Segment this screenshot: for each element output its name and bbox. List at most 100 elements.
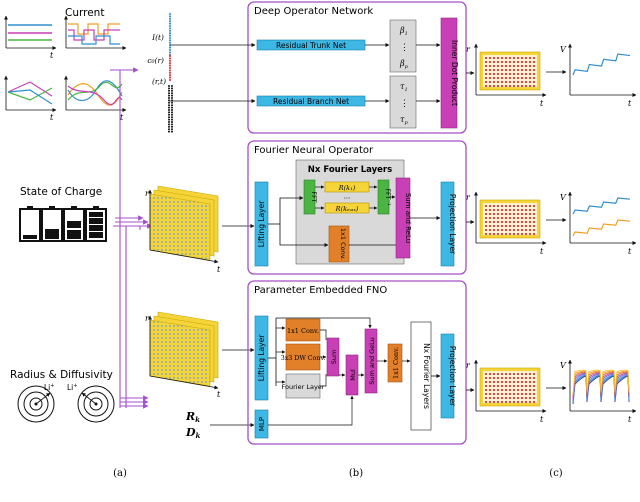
- vector-red-dots: [168, 54, 172, 82]
- dot-blue: [168, 15, 172, 18]
- svg-text:Li+: Li+: [67, 383, 77, 392]
- dot-blue: [168, 39, 172, 42]
- dot-black: [168, 116, 170, 119]
- mul-label: Mul: [349, 369, 357, 381]
- voltage-trace: [572, 371, 630, 397]
- dot-black: [171, 85, 173, 87]
- battery-icon-medium-high: [63, 206, 85, 242]
- dot-black: [168, 85, 170, 87]
- dot-red: [168, 71, 172, 74]
- axis-r-label: r: [466, 45, 471, 54]
- pefno-projection-label: Projection Layer: [448, 346, 457, 407]
- beta-p-label: βp: [399, 59, 409, 70]
- dot-red: [168, 59, 172, 62]
- voltage-trace: [572, 197, 631, 215]
- dot-black: [171, 116, 173, 119]
- pefno-conv1x1-label: 1x1 Conv.: [287, 327, 319, 335]
- mlp-label: MLP: [258, 417, 266, 431]
- dot-red: [168, 74, 172, 77]
- sum-gelu-label: Sum and GeLu: [368, 337, 376, 385]
- battery-icon-full: [85, 206, 107, 242]
- trunk-net-label: Residual Trunk Net: [276, 41, 346, 50]
- dot-red: [168, 64, 172, 67]
- fno-conv-box: [328, 225, 350, 263]
- fno-input-stack: r t: [145, 185, 221, 274]
- dot-blue: [168, 32, 172, 35]
- fno-projection-box: [440, 181, 455, 267]
- field-grid: [483, 203, 537, 235]
- pefno-sum-box: [326, 337, 340, 377]
- beta-vector-box: [389, 19, 417, 73]
- dot-black: [168, 92, 170, 95]
- svg-text:⋮: ⋮: [400, 99, 409, 109]
- beta-1-label: β1: [399, 26, 408, 37]
- fft-label: FFT: [310, 191, 318, 202]
- pefno-conv1x1b-box: [387, 343, 403, 383]
- caption-a: (a): [113, 468, 127, 479]
- rk-label: Rk: [185, 410, 200, 424]
- dot-black: [168, 113, 170, 116]
- svg-text:t: t: [217, 390, 221, 399]
- deeponet-input-vectors: I(t) c₀(r) (r,t): [147, 12, 173, 133]
- axis-V-label: V: [560, 45, 567, 54]
- current-plot-pulse: [64, 15, 127, 50]
- current-plot-wave: t: [64, 75, 127, 122]
- dot-red: [168, 78, 172, 82]
- inner-product-label: Inner Dot Product: [450, 40, 459, 106]
- fno-projection-label: Projection Layer: [448, 194, 457, 255]
- dw-conv-label: 3x3 DW Conv.: [281, 355, 326, 362]
- svg-text:Li+: Li+: [44, 383, 54, 392]
- current-title: Current: [65, 7, 104, 19]
- nx-fourier-layers-label: Nx Fourier Layers: [422, 343, 431, 409]
- voltage-trace: [572, 373, 630, 400]
- voltage-trace: [572, 53, 631, 76]
- axis-t-label: t: [540, 415, 544, 424]
- dot-blue: [168, 51, 172, 54]
- current-panel: Current t t: [4, 7, 127, 122]
- dot-black: [168, 109, 170, 111]
- dot-blue: [168, 17, 172, 20]
- pefno-conv1x1b-label: 1x1 Conv.: [392, 347, 400, 379]
- deeponet-title: Deep Operator Network: [254, 6, 373, 17]
- axis-r-label: r: [466, 361, 471, 370]
- dw-conv-box: [285, 343, 321, 371]
- dot-blue: [168, 24, 172, 28]
- state-of-charge-panel: State of Charge: [19, 186, 107, 242]
- dot-black: [171, 87, 173, 90]
- pefno-sum-label: Sum: [330, 350, 338, 365]
- voltage-trace: [572, 372, 630, 399]
- dot-blue: [168, 22, 172, 25]
- voltage-trace: [572, 374, 630, 403]
- dot-black: [168, 123, 170, 126]
- rkmax-label: R(kₘₐₓ): [335, 205, 359, 213]
- axis-t-label: t: [628, 415, 632, 424]
- svg-text:r: r: [145, 189, 150, 198]
- fno-sum-relu-label: Sum and ReLu: [404, 193, 412, 243]
- caption-c: (c): [549, 468, 563, 479]
- pefno-input-stack: r t: [145, 311, 221, 399]
- dot-black: [171, 92, 173, 95]
- dot-black: [168, 128, 170, 131]
- dot-black: [171, 104, 173, 107]
- dot-black: [171, 128, 173, 131]
- dot-red: [168, 69, 172, 72]
- dot-blue: [168, 20, 172, 23]
- pefno-lifting-label: Lifting Layer: [257, 334, 266, 382]
- dot-red: [168, 76, 172, 79]
- voltage-trace: [572, 373, 630, 402]
- dot-black: [171, 109, 173, 111]
- fft-box: [303, 179, 316, 215]
- voltage-trace: [572, 219, 631, 237]
- battery-icon-medium-low: [41, 206, 63, 242]
- tau-vector-box: [389, 75, 417, 129]
- dot-black: [168, 94, 170, 97]
- field-grid: [483, 371, 537, 403]
- vector-label-c0: c₀(r): [147, 56, 164, 65]
- radius-title: Radius & Diffusivity: [10, 369, 113, 381]
- field-grid: [483, 55, 537, 87]
- dot-black: [168, 97, 170, 99]
- tau-p-label: τp: [400, 115, 408, 126]
